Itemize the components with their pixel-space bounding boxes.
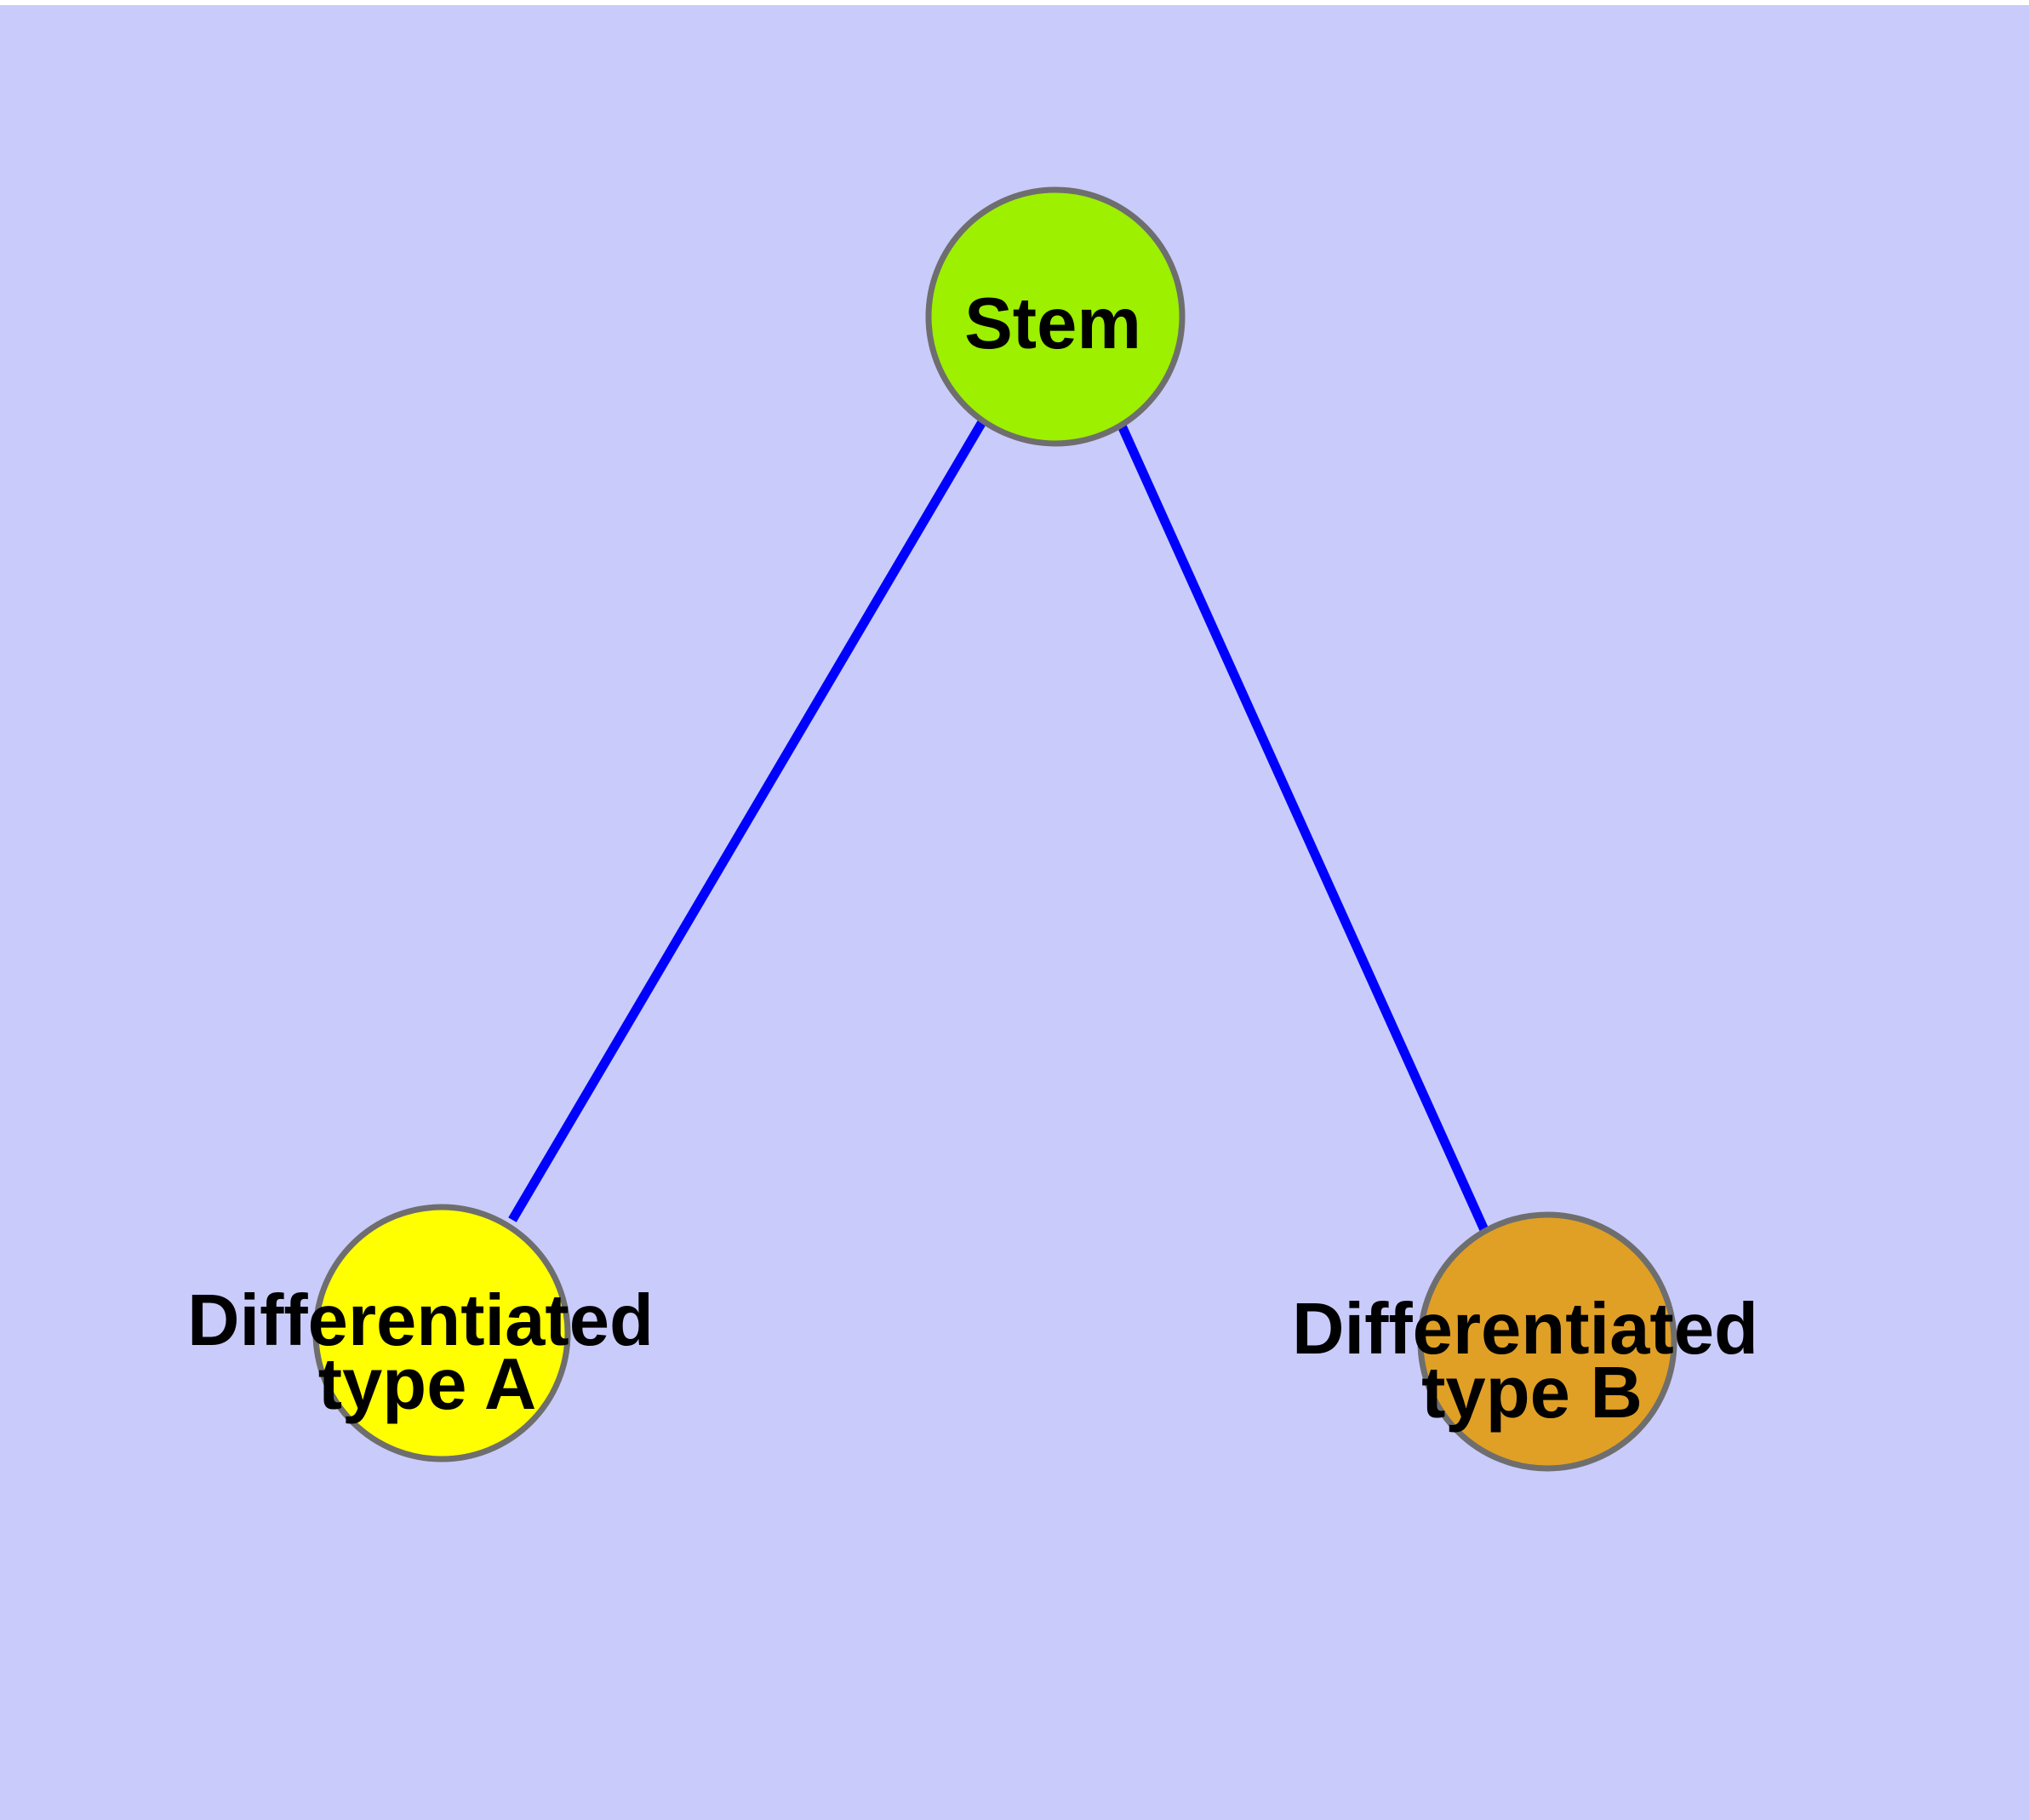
label-layer: Stem Differentiated type A Differentiate… [187,283,1758,1434]
node-diff-b[interactable] [1417,1211,1677,1472]
node-diff-b-label-line1: Differentiated [1292,1289,1758,1370]
node-stem-label-line1: Stem [964,283,1141,364]
node-diff-a[interactable] [312,1204,571,1462]
top-white-strip [0,0,2029,5]
node-stem[interactable] [925,186,1186,447]
edge-stem-to-diff-a[interactable] [508,418,987,1222]
edge-stem-to-diff-b[interactable] [1112,414,1490,1234]
node-diff-b-label-line2: type B [1421,1353,1643,1434]
node-stem-circle[interactable] [925,186,1186,447]
node-diff-a-label-line1: Differentiated [187,1280,654,1361]
edge-layer [508,414,1490,1234]
node-diff-a-circle[interactable] [312,1204,571,1462]
node-diff-a-label-line2: type A [318,1344,537,1425]
node-diff-b-circle[interactable] [1417,1211,1677,1472]
